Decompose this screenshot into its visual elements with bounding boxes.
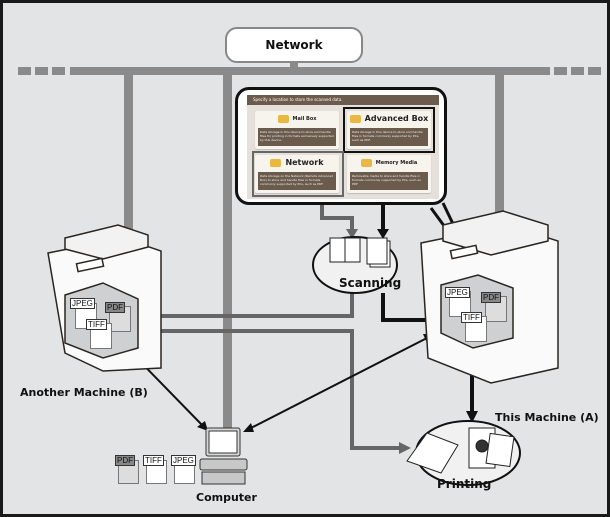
bus-dash	[588, 67, 601, 75]
scanning-label: Scanning	[339, 276, 402, 290]
flow-a-computer	[248, 337, 428, 430]
option-advanced-box[interactable]: Advanced Box Data storage in this device…	[347, 111, 431, 149]
option-label: Memory Media	[375, 159, 418, 166]
option-description: Data storage in this device to store and…	[350, 128, 428, 146]
flow-b-to-print	[131, 329, 401, 450]
bus-dash	[554, 67, 567, 75]
network-bus	[18, 61, 601, 435]
tiff-tag: TIFF	[143, 455, 164, 466]
option-description: Data storage in this device to store and…	[258, 128, 336, 146]
network-drop	[290, 61, 298, 71]
computer-icon	[199, 427, 248, 485]
option-memory-media[interactable]: Memory Media Removable media to store an…	[347, 155, 431, 193]
computer-label: Computer	[196, 491, 257, 504]
screen-header: Specify a location to store the scanned …	[247, 95, 439, 105]
flow-network-to-scan	[320, 205, 354, 231]
arrowhead	[377, 229, 389, 239]
diagram-lines	[18, 61, 601, 486]
network-label: Network	[225, 27, 363, 63]
arrowhead	[197, 421, 208, 431]
network-storage-icon	[270, 158, 282, 167]
drop-machine-b	[124, 75, 133, 235]
pdf-tag: PDF	[115, 455, 135, 466]
arrowhead	[346, 229, 358, 239]
option-label: Network	[285, 158, 324, 167]
option-mail-box[interactable]: Mail Box Data storage in this device to …	[255, 111, 339, 149]
bus-main	[70, 67, 550, 75]
printing-label: Printing	[437, 477, 492, 491]
printed-output-icon	[406, 427, 515, 474]
advanced-box-highlight	[343, 107, 435, 153]
advanced-box-icon	[349, 114, 361, 123]
machine-a-label: This Machine (A)	[495, 411, 599, 424]
option-network[interactable]: Network Data storage on the Network (Rem…	[255, 155, 339, 193]
option-description: Removable media to store and handle file…	[350, 172, 428, 190]
drop-computer	[223, 75, 232, 435]
flow-scan-to-b	[131, 293, 354, 318]
pdf-tag: PDF	[481, 292, 501, 303]
bus-dash	[35, 67, 48, 75]
network-highlight	[252, 151, 344, 197]
machine-b-label: Another Machine (B)	[20, 386, 148, 399]
jpeg-tag: JPEG	[70, 298, 95, 309]
arrowhead	[399, 442, 411, 454]
bus-dash	[571, 67, 584, 75]
mail-box-icon	[277, 114, 289, 123]
pdf-tag: PDF	[105, 302, 125, 313]
scan-documents-icon	[329, 237, 391, 268]
jpeg-tag: JPEG	[445, 287, 470, 298]
drop-machine-a	[495, 75, 504, 225]
option-description: Data storage on the Network (Remote Adva…	[258, 172, 336, 190]
tiff-tag: TIFF	[86, 319, 107, 330]
bus-dash	[52, 67, 65, 75]
flow-scan-to-a	[381, 293, 437, 322]
memory-media-icon	[360, 158, 372, 167]
tiff-tag: TIFF	[461, 312, 482, 323]
arrowhead	[466, 411, 478, 423]
bus-dash	[18, 67, 31, 75]
machine-b-illustration	[47, 224, 162, 372]
jpeg-tag: JPEG	[171, 455, 196, 466]
option-label: Advanced Box	[364, 114, 429, 123]
option-label: Mail Box	[292, 115, 317, 122]
arrowhead	[243, 423, 254, 432]
